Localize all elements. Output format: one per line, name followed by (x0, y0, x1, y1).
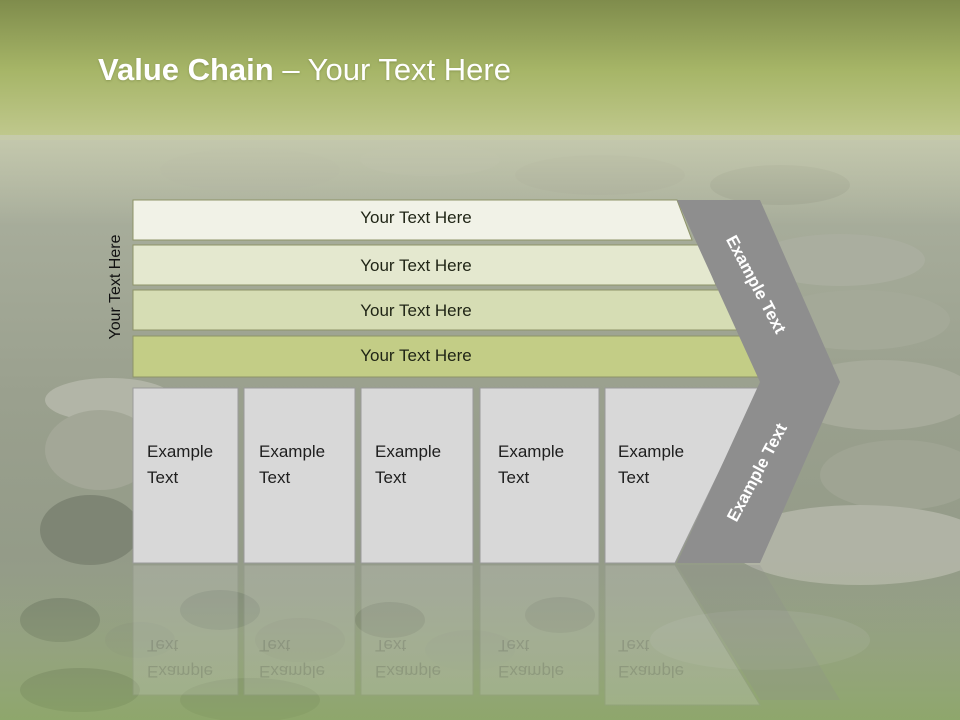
reflection-line1: Example (147, 662, 214, 681)
reflection-line2: Text (618, 636, 650, 655)
reflection-line2: Text (375, 636, 407, 655)
reflection-line2: Text (259, 636, 291, 655)
bar-1 (132, 199, 693, 241)
chevron-reflection (677, 565, 840, 700)
bar-4-label: Your Text Here (360, 346, 472, 365)
reflection-line2: Text (147, 636, 179, 655)
column-reflection (479, 564, 600, 696)
title-rest: – Your Text Here (273, 52, 511, 87)
reflection-line1: Example (618, 662, 685, 681)
column-2-line1: Example (259, 442, 326, 461)
column-1-text: Example Text (147, 439, 243, 491)
column-3-line1: Example (375, 442, 442, 461)
column-4-reflection-text: Example Text (498, 632, 594, 684)
column-2-line2: Text (259, 468, 291, 487)
column-2-text: Example Text (259, 439, 355, 491)
column-reflection (360, 564, 474, 696)
column-4-line1: Example (498, 442, 565, 461)
slide-title: Value Chain – Your Text Here (98, 52, 511, 88)
column-3-reflection-text: Example Text (375, 632, 471, 684)
column-4-text: Example Text (498, 439, 594, 491)
reflection-line1: Example (498, 662, 565, 681)
reflection-group (132, 564, 840, 706)
column-reflection (243, 564, 356, 696)
column-5 (604, 387, 761, 564)
column-3-text: Example Text (375, 439, 471, 491)
column-5-line1: Example (618, 442, 685, 461)
column-1-line1: Example (147, 442, 214, 461)
column-4 (479, 387, 600, 564)
column-2-reflection-text: Example Text (259, 632, 355, 684)
reflection-line1: Example (259, 662, 326, 681)
chevron-arrow (677, 200, 840, 563)
column-1-reflection-text: Example Text (147, 632, 243, 684)
reflection-line2: Text (498, 636, 530, 655)
column-2 (243, 387, 356, 564)
title-bold: Value Chain (98, 52, 274, 87)
column-5-text: Example Text (618, 439, 714, 491)
column-3 (360, 387, 474, 564)
bar-2-label: Your Text Here (360, 256, 472, 275)
bar-1-label: Your Text Here (360, 208, 472, 227)
column-reflection (604, 564, 761, 706)
column-1-line2: Text (147, 468, 179, 487)
bar-3-label: Your Text Here (360, 301, 472, 320)
reflection-line1: Example (375, 662, 442, 681)
column-1 (132, 387, 239, 564)
column-3-line2: Text (375, 468, 407, 487)
column-reflection (132, 564, 239, 696)
column-5-reflection-text: Example Text (618, 632, 714, 684)
column-5-line2: Text (618, 468, 650, 487)
column-4-line2: Text (498, 468, 530, 487)
